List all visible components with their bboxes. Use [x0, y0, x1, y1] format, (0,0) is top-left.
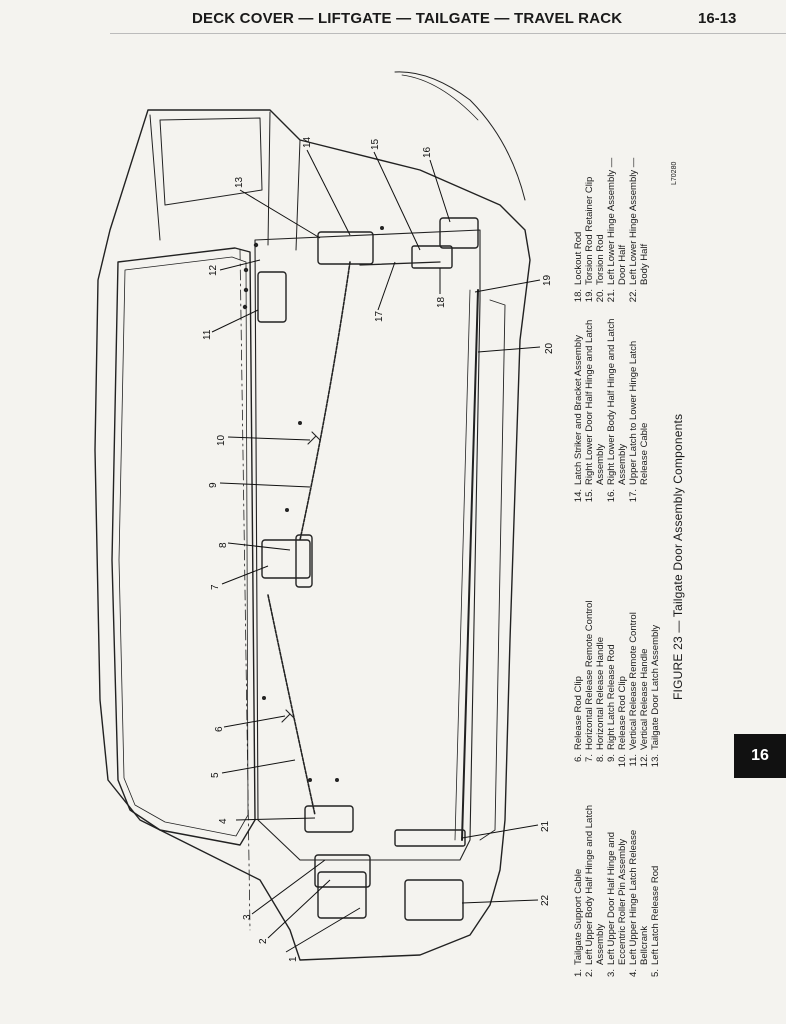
legend-item: 21.Left Lower Hinge Assembly — Door Half — [606, 157, 628, 303]
legend-column-1: 1.Tailgate Support Cable 2.Left Upper Bo… — [573, 795, 661, 985]
legend-item: 22.Left Lower Hinge Assembly — Body Half — [628, 157, 650, 303]
legend-item: 7.Horizontal Release Remote Control — [584, 600, 595, 762]
release-rod-clip-6 — [281, 709, 295, 723]
legend-item: 16.Right Lower Body Half Hinge and Latch… — [606, 318, 628, 503]
lower-hinge-assembly-22 — [404, 879, 464, 921]
legend-item: 18.Lockout Rod — [573, 231, 584, 303]
legend-item: 1.Tailgate Support Cable — [573, 868, 584, 977]
callout-5: 5 — [210, 772, 221, 778]
callout-4: 4 — [218, 818, 229, 824]
legend-column-2: 6.Release Rod Clip 7.Horizontal Release … — [573, 580, 661, 770]
body-outline — [94, 109, 531, 961]
left-latch-release-rod — [267, 594, 316, 816]
callout-7: 7 — [210, 584, 221, 590]
page-number: 16-13 — [698, 10, 737, 27]
callout-13: 13 — [234, 176, 245, 188]
callout-17: 17 — [374, 310, 385, 322]
callout-19: 19 — [542, 274, 553, 286]
header-rule — [110, 33, 786, 34]
callout-1: 1 — [288, 956, 299, 962]
legend-item: 13.Tailgate Door Latch Assembly — [650, 624, 661, 768]
quarter-window — [159, 117, 263, 206]
vertical-remote-control — [257, 271, 287, 323]
legend-item: 8.Horizontal Release Handle — [595, 636, 606, 762]
legend-item: 20.Torsion Rod — [595, 234, 606, 303]
callout-21: 21 — [540, 820, 551, 832]
page-header-title: DECK COVER — LIFTGATE — TAILGATE — TRAVE… — [192, 10, 623, 27]
legend-item: 12.Vertical Release Handle — [639, 648, 650, 768]
callout-20: 20 — [544, 342, 555, 354]
latch-assembly-13 — [317, 231, 374, 265]
callout-labels: 1 2 3 4 5 6 7 8 9 10 11 12 13 14 15 16 1… — [202, 136, 555, 962]
callout-6: 6 — [214, 726, 225, 732]
upper-hinge-assembly — [314, 854, 371, 888]
legend-item: 9.Right Latch Release Rod — [606, 644, 617, 762]
release-rod-clip-10 — [307, 431, 321, 445]
callout-3: 3 — [242, 914, 253, 920]
callout-12: 12 — [208, 264, 219, 276]
section-tab: 16 — [734, 734, 786, 778]
legend-item: 19.Torsion Rod Retainer Clip — [584, 176, 595, 303]
legend-item: 17.Upper Latch to Lower Hinge Latch Rele… — [628, 340, 650, 503]
callout-2: 2 — [258, 938, 269, 944]
callout-16: 16 — [422, 146, 433, 158]
legend-column-3: 14.Latch Striker and Bracket Assembly 15… — [573, 315, 650, 505]
figure-legend: 1.Tailgate Support Cable 2.Left Upper Bo… — [573, 135, 713, 985]
legend-item: 3.Left Upper Door Half Hinge and Eccentr… — [606, 831, 628, 977]
hinge-assembly-16 — [439, 217, 479, 249]
legend-column-4: 18.Lockout Rod 19.Torsion Rod Retainer C… — [573, 155, 650, 305]
legend-item: 2.Left Upper Body Half Hinge and Latch A… — [584, 804, 606, 977]
horizontal-release-handle — [295, 534, 313, 588]
figure-caption: FIGURE 23 — Tailgate Door Assembly Compo… — [671, 413, 685, 700]
legend-item: 11.Vertical Release Remote Control — [628, 612, 639, 767]
right-latch-release-rod — [299, 261, 351, 541]
legend-item: 14.Latch Striker and Bracket Assembly — [573, 335, 584, 503]
legend-item: 15.Right Lower Door Half Hinge and Latch… — [584, 319, 606, 503]
lower-hinge-assembly-21 — [394, 829, 466, 847]
callout-8: 8 — [218, 542, 229, 548]
callout-15: 15 — [370, 138, 381, 150]
legend-item: 10.Release Rod Clip — [617, 676, 628, 768]
hinge-assembly-15 — [411, 245, 453, 269]
callout-11: 11 — [202, 329, 213, 340]
torsion-rod — [461, 289, 479, 841]
legend-item: 4.Left Upper Hinge Latch Release Bellcra… — [628, 829, 650, 977]
release-cable — [359, 261, 441, 266]
tailgate-frame — [254, 229, 481, 861]
callout-14: 14 — [302, 136, 313, 148]
horizontal-remote-control — [261, 539, 311, 579]
legend-item: 5.Left Latch Release Rod — [650, 865, 661, 977]
figure-code: L70280 — [671, 161, 678, 185]
callout-9: 9 — [208, 482, 219, 488]
callout-18: 18 — [436, 296, 447, 308]
body-half-hinge — [317, 871, 367, 919]
callout-22: 22 — [540, 894, 551, 906]
bolts — [242, 226, 384, 782]
bellcrank-4 — [304, 805, 354, 833]
window-opening — [111, 247, 256, 846]
leader-lines — [211, 149, 541, 953]
callout-10: 10 — [216, 434, 227, 446]
legend-item: 6.Release Rod Clip — [573, 676, 584, 762]
